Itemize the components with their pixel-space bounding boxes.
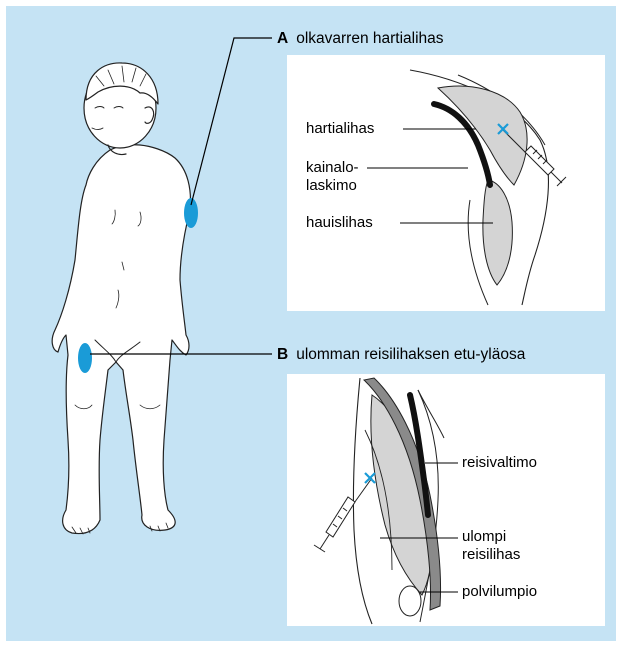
panel-a-upper-arm: hartialihas kainalo- laskimo hauislihas [287,55,605,311]
label-femoral-artery: reisivaltimo [462,454,537,471]
label-axillary-line2: laskimo [306,177,357,194]
injection-site-a-marker [184,198,198,228]
label-patella: polvilumpio [462,583,537,600]
panel-b-background [287,374,605,626]
label-axillary-line1: kainalo- [306,159,359,176]
injection-site-b-marker [78,343,92,373]
label-biceps: hauislihas [306,214,373,231]
label-vastus-line2: reisilihas [462,546,520,563]
panel-b-thigh: reisivaltimo ulompi reisilihas polvilump… [287,374,605,626]
patella [399,586,421,616]
label-vastus-line1: ulompi [462,528,506,545]
label-deltoid: hartialihas [306,120,374,137]
